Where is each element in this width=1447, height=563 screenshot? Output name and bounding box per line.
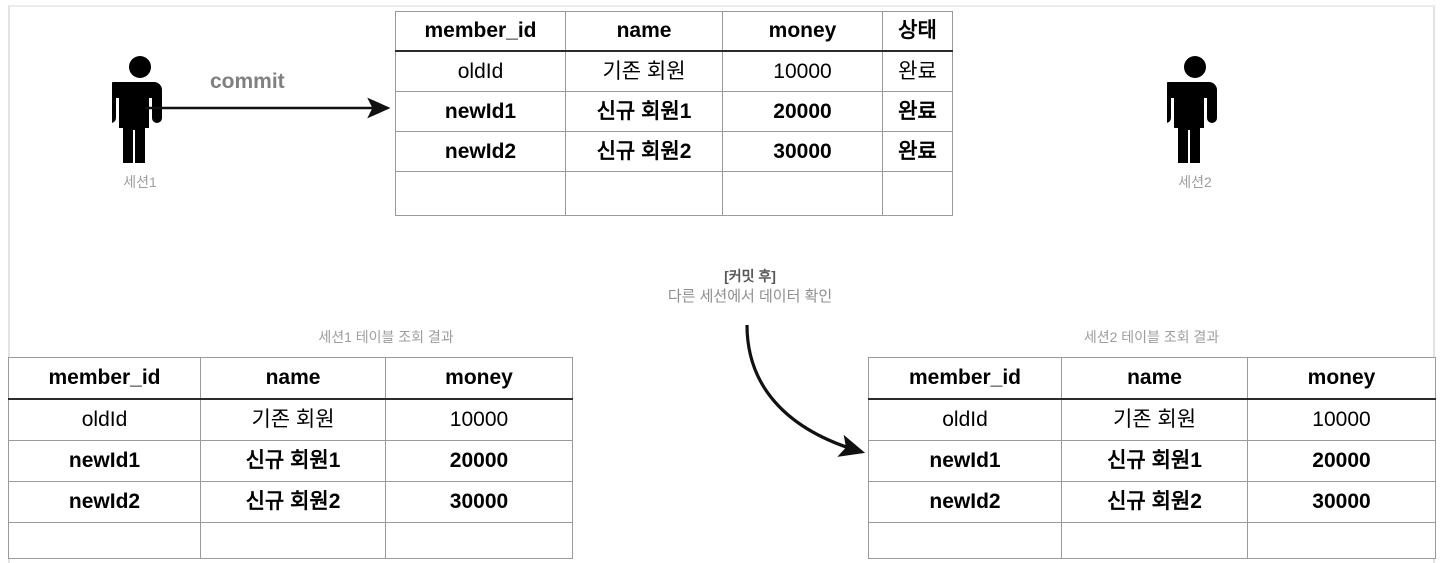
- actor-session2-label: 세션2: [1178, 174, 1212, 190]
- cell-member-id: oldId: [8, 398, 201, 441]
- table-header-row: member_id name money: [868, 357, 1436, 400]
- column-header-name: name: [1061, 357, 1248, 400]
- cell-member-id: newId2: [868, 481, 1062, 523]
- table-row: newId2 신규 회원2 30000 완료: [395, 131, 953, 172]
- cell-name: 신규 회원1: [200, 440, 386, 482]
- cell-name: 신규 회원1: [565, 91, 723, 132]
- cell-name: 신규 회원2: [200, 481, 386, 523]
- table-row: newId1 신규 회원1 20000 완료: [395, 91, 953, 132]
- cell-member-id: newId2: [395, 131, 566, 172]
- table-row-empty: [8, 522, 573, 559]
- cell-money: [385, 522, 573, 559]
- actor-session1-label: 세션1: [123, 174, 157, 190]
- table-header-row: member_id name money 상태: [395, 11, 953, 52]
- cell-name: 기존 회원: [1061, 398, 1248, 441]
- table-row-empty: [395, 171, 953, 216]
- note-block: [커밋 후] 다른 세션에서 데이터 확인: [585, 266, 915, 308]
- cell-member-id: [8, 522, 201, 559]
- table-session2-query-result: member_id name money oldId 기존 회원 10000 n…: [868, 357, 1436, 559]
- cell-member-id: oldId: [395, 50, 566, 92]
- table-row: oldId 기존 회원 10000: [8, 398, 573, 441]
- table-row: newId1 신규 회원1 20000: [8, 440, 573, 482]
- cell-money: 20000: [385, 440, 573, 482]
- cell-name: 신규 회원2: [565, 131, 723, 172]
- cell-member-id: [395, 171, 566, 216]
- session2-table-caption: 세션2 테이블 조회 결과: [1083, 329, 1220, 345]
- cell-name: 신규 회원1: [1061, 440, 1248, 482]
- cell-money: 10000: [1247, 398, 1436, 441]
- session1-table-caption: 세션1 테이블 조회 결과: [318, 329, 454, 345]
- cell-name: [565, 171, 723, 216]
- column-header-status: 상태: [882, 11, 953, 52]
- column-header-member-id: member_id: [395, 11, 566, 52]
- cell-name: 기존 회원: [565, 50, 723, 92]
- cell-member-id: oldId: [868, 398, 1062, 441]
- column-header-member-id: member_id: [8, 357, 201, 400]
- cell-status: 완료: [882, 50, 953, 92]
- cell-member-id: newId1: [8, 440, 201, 482]
- column-header-name: name: [200, 357, 386, 400]
- table-row-empty: [868, 522, 1436, 559]
- cell-money: [722, 171, 883, 216]
- column-header-member-id: member_id: [868, 357, 1062, 400]
- table-row: newId1 신규 회원1 20000: [868, 440, 1436, 482]
- actor-session1: 세션1: [90, 55, 190, 192]
- curved-arrow-icon: [745, 324, 866, 457]
- cell-status: 완료: [882, 131, 953, 172]
- cell-money: 30000: [385, 481, 573, 523]
- table-row: newId2 신규 회원2 30000: [868, 481, 1436, 523]
- cell-money: 20000: [722, 91, 883, 132]
- column-header-money: money: [385, 357, 573, 400]
- cell-member-id: newId2: [8, 481, 201, 523]
- commit-arrow-label: commit: [210, 70, 285, 93]
- note-title: [커밋 후]: [724, 268, 776, 284]
- person-icon: [1161, 56, 1217, 173]
- table-row: oldId 기존 회원 10000: [868, 398, 1436, 441]
- cell-name: 기존 회원: [200, 398, 386, 441]
- note-subtitle: 다른 세션에서 데이터 확인: [667, 288, 833, 306]
- column-header-money: money: [1247, 357, 1436, 400]
- cell-money: 30000: [1247, 481, 1436, 523]
- cell-name: 신규 회원2: [1061, 481, 1248, 523]
- cell-member-id: [868, 522, 1062, 559]
- cell-status: [882, 171, 953, 216]
- cell-money: 10000: [722, 50, 883, 92]
- column-header-money: money: [722, 11, 883, 52]
- cell-money: 30000: [722, 131, 883, 172]
- cell-money: 20000: [1247, 440, 1436, 482]
- cell-member-id: newId1: [868, 440, 1062, 482]
- actor-session2: 세션2: [1145, 55, 1245, 192]
- cell-member-id: newId1: [395, 91, 566, 132]
- cell-status: 완료: [882, 91, 953, 132]
- cell-money: [1247, 522, 1436, 559]
- cell-name: [1061, 522, 1248, 559]
- table-session1-query-result: member_id name money oldId 기존 회원 10000 n…: [8, 357, 573, 559]
- table-committed-state: member_id name money 상태 oldId 기존 회원 1000…: [395, 11, 953, 216]
- table-row: newId2 신규 회원2 30000: [8, 481, 573, 523]
- person-icon: [106, 56, 162, 173]
- table-row: oldId 기존 회원 10000 완료: [395, 50, 953, 92]
- cell-name: [200, 522, 386, 559]
- cell-money: 10000: [385, 398, 573, 441]
- column-header-name: name: [565, 11, 723, 52]
- table-header-row: member_id name money: [8, 357, 573, 400]
